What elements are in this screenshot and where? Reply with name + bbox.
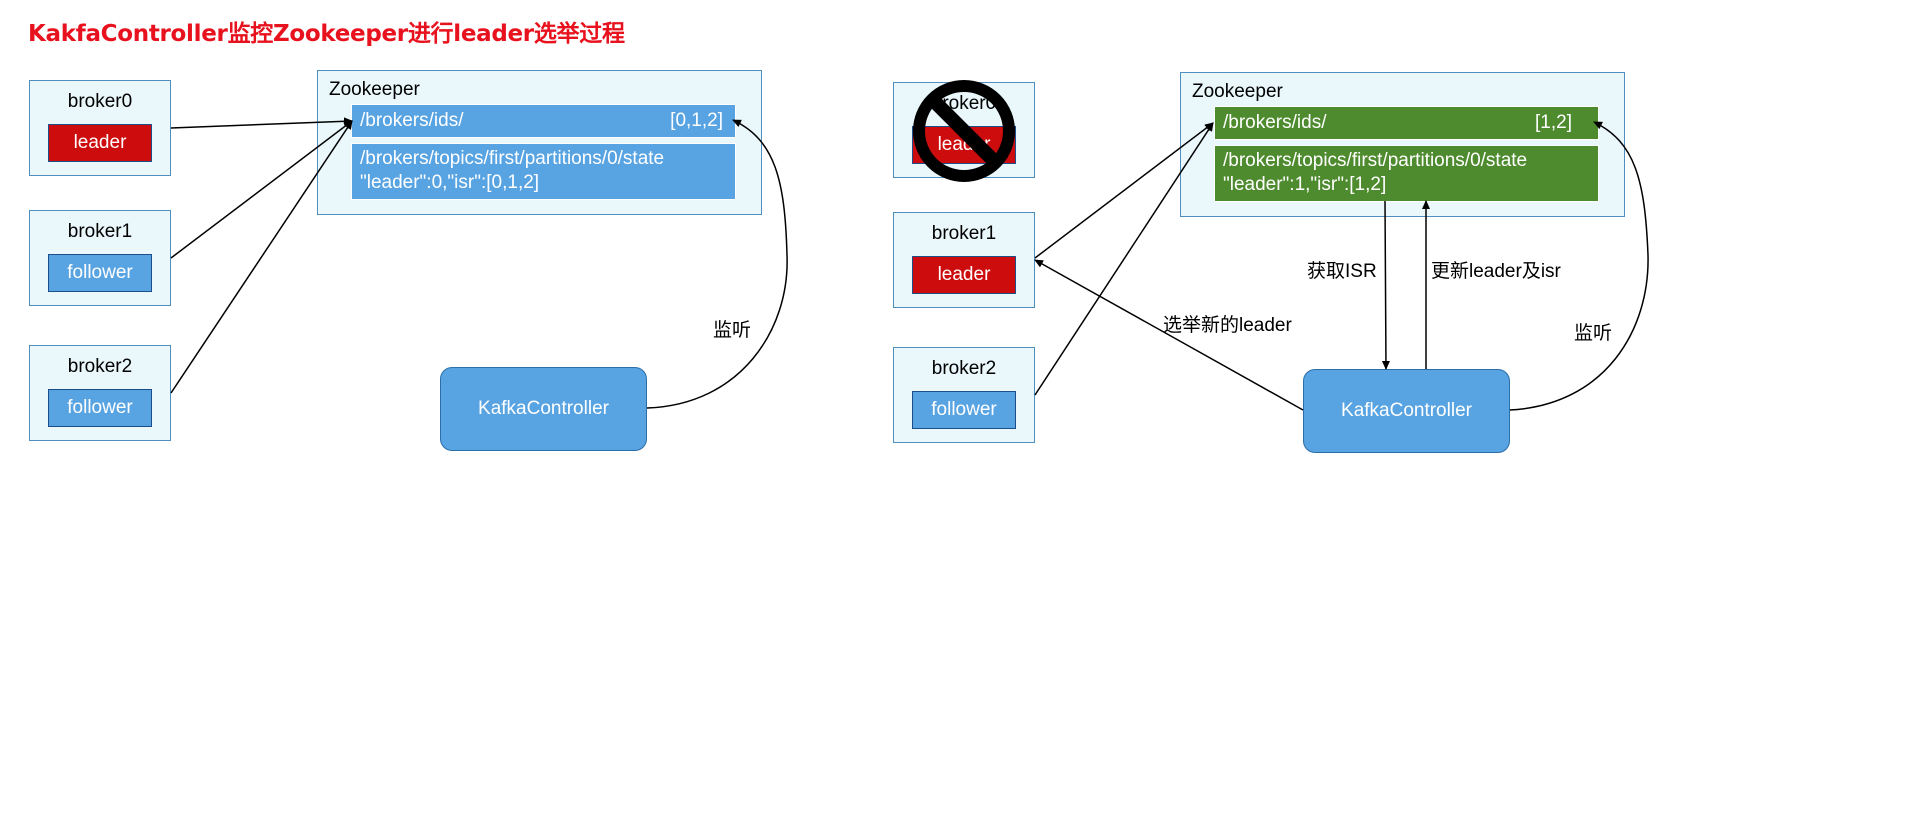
right-ids-bar: /brokers/ids/ [1,2] (1214, 106, 1599, 140)
right-state-bar: /brokers/topics/first/partitions/0/state… (1214, 145, 1599, 202)
right-broker1-label: broker1 (931, 223, 997, 244)
left-broker1-node: broker1 follower (29, 210, 171, 306)
right-broker2-node: broker2 follower (893, 347, 1035, 443)
page-title: KakfaController监控Zookeeper进行leader选举过程 (28, 21, 625, 47)
right-broker0-role: leader (912, 126, 1016, 164)
left-broker1-role: follower (48, 254, 152, 292)
left-watch-label: 监听 (713, 320, 752, 341)
right-broker0-node: broker0 leader (893, 82, 1035, 178)
right-zookeeper-label: Zookeeper (1192, 81, 1283, 102)
left-zookeeper-label: Zookeeper (329, 79, 420, 100)
right-elect-label: 选举新的leader (1163, 315, 1292, 336)
left-broker1-label: broker1 (67, 221, 133, 242)
left-state-bar: /brokers/topics/first/partitions/0/state… (351, 143, 736, 200)
right-broker2-role: follower (912, 391, 1016, 429)
left-broker2-node: broker2 follower (29, 345, 171, 441)
left-ids-path: /brokers/ids/ (360, 110, 464, 131)
right-state-path: /brokers/topics/first/partitions/0/state (1223, 150, 1528, 171)
left-broker0-node: broker0 leader (29, 80, 171, 176)
left-state-path: /brokers/topics/first/partitions/0/state (360, 148, 665, 169)
right-watch-label: 监听 (1574, 323, 1613, 344)
right-zookeeper-node: Zookeeper /brokers/ids/ [1,2] /brokers/t… (1180, 72, 1625, 217)
left-broker2-role: follower (48, 389, 152, 427)
left-ids-bar: /brokers/ids/ [0,1,2] (351, 104, 736, 138)
right-ids-path: /brokers/ids/ (1223, 112, 1327, 133)
left-state-value: "leader":0,"isr":[0,1,2] (360, 172, 540, 193)
left-kafka-controller: KafkaController (440, 367, 647, 451)
left-broker2-label: broker2 (67, 356, 133, 377)
left-broker0-role: leader (48, 124, 152, 162)
right-update-label: 更新leader及isr (1431, 261, 1561, 282)
right-broker0-label: broker0 (931, 93, 997, 114)
right-state-value: "leader":1,"isr":[1,2] (1223, 174, 1387, 195)
right-broker1-role: leader (912, 256, 1016, 294)
right-ids-value: [1,2] (1535, 112, 1572, 133)
left-zookeeper-node: Zookeeper /brokers/ids/ [0,1,2] /brokers… (317, 70, 762, 215)
right-get-isr-label: 获取ISR (1307, 261, 1377, 282)
right-broker1-node: broker1 leader (893, 212, 1035, 308)
left-broker0-label: broker0 (67, 91, 133, 112)
right-broker2-label: broker2 (931, 358, 997, 379)
left-ids-value: [0,1,2] (670, 110, 723, 131)
right-get-isr-arrow (1381, 200, 1390, 370)
right-kafka-controller: KafkaController (1303, 369, 1510, 453)
